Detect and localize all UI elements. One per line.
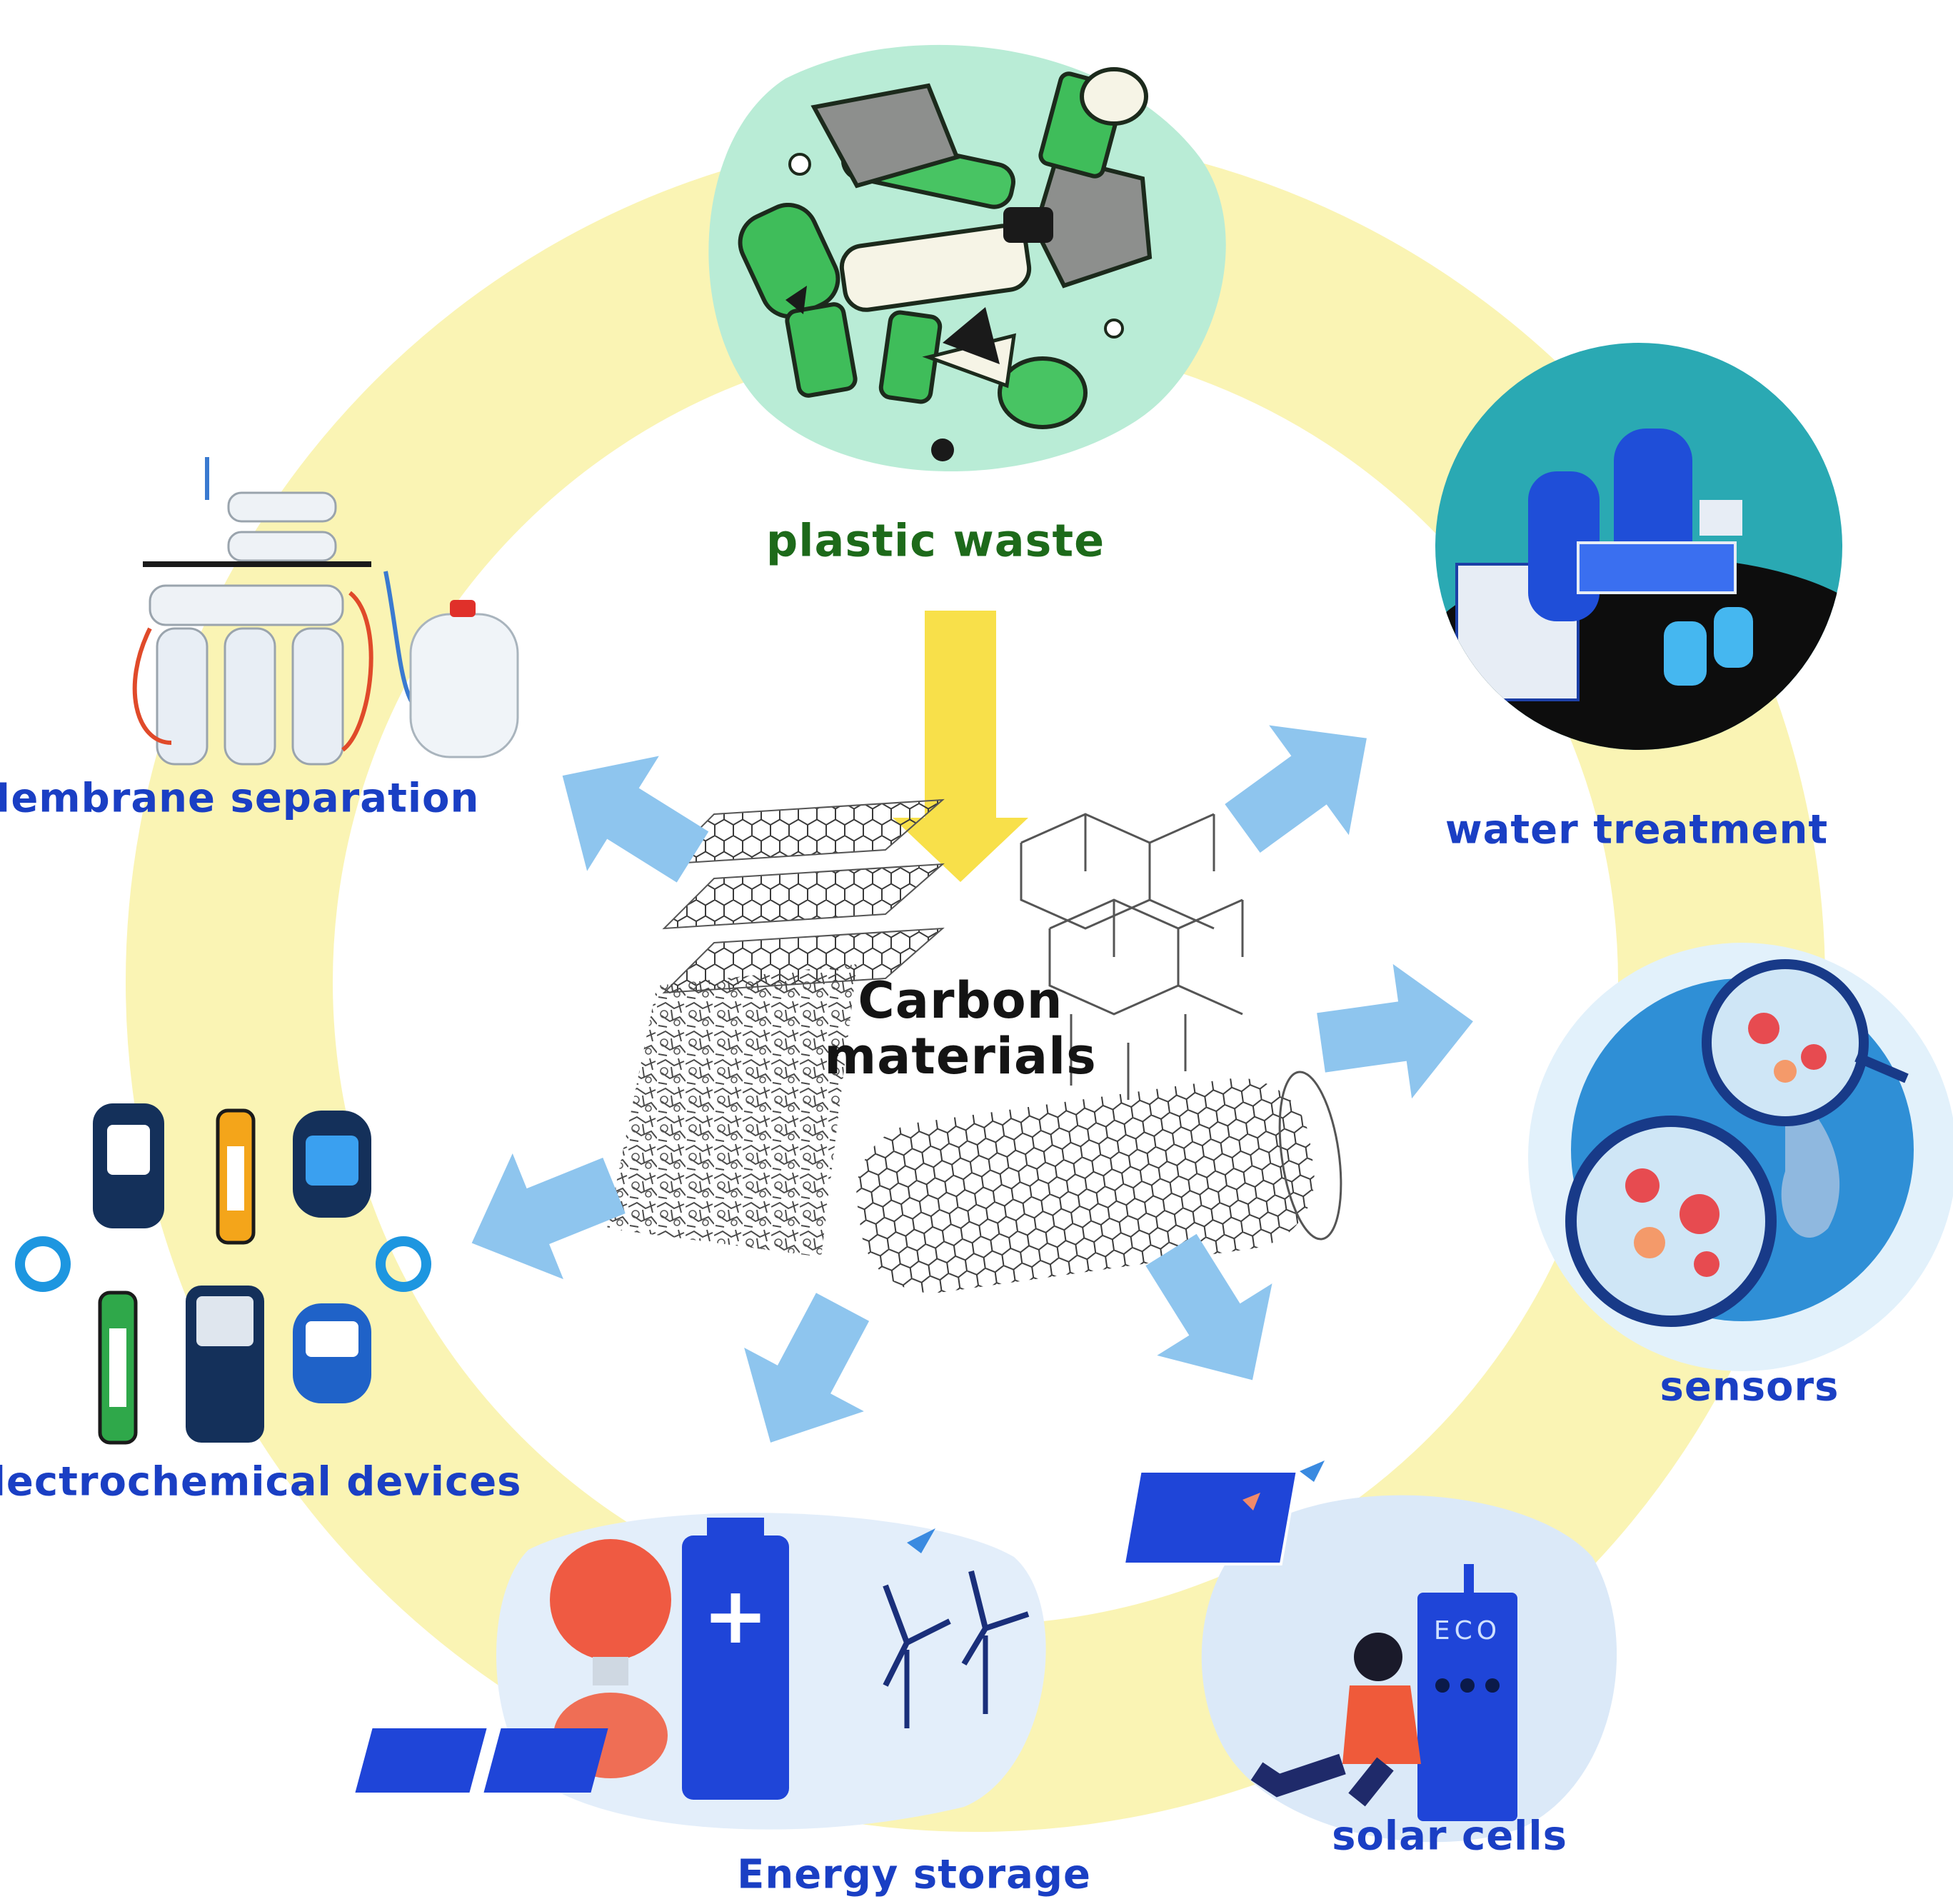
arrow-to-solar [1145,1233,1272,1381]
paper-plane-icon [1300,1460,1325,1482]
arrow-to-membrane [562,756,709,883]
main-process-arrow [893,611,1028,882]
electrochemical-devices-label: Electrochemical devices [0,1458,522,1505]
sensors-label: sensors [1660,1363,1839,1411]
carbon-materials-line2: materials [824,1027,1097,1086]
arrow-to-energy [744,1293,870,1443]
energy-storage-label: Energy storage [737,1851,1091,1898]
carbon-structures-illustration [607,798,1342,1293]
carbon-materials-line1: Carbon [858,971,1063,1030]
electrochemical-devices-illustration [15,1103,431,1445]
solar-cells-label: solar cells [1332,1813,1567,1860]
water-treatment-label: water treatment [1445,806,1829,853]
paper-plane-icon [907,1528,935,1553]
arrow-to-water [1225,725,1367,853]
membrane-filter-illustration [132,457,519,766]
carbon-materials-label: Carbon materials [824,973,1097,1084]
energy-storage-illustration: + [355,1513,1046,1830]
eco-sign: ECO [1434,1616,1501,1645]
membrane-separation-label: Membrane separation [0,775,480,822]
sensors-illustration [1528,943,1953,1371]
arrow-to-electrochemical [471,1153,626,1280]
arrow-to-sensors [1317,963,1473,1099]
plastic-waste-label: plastic waste [765,514,1105,567]
plastic-waste-illustration [708,44,1226,472]
solar-cells-illustration: ECO [1122,1470,1617,1843]
svg-text:+: + [703,1570,768,1661]
application-arrows [471,725,1473,1443]
paper-plane-icon [1242,1493,1260,1510]
